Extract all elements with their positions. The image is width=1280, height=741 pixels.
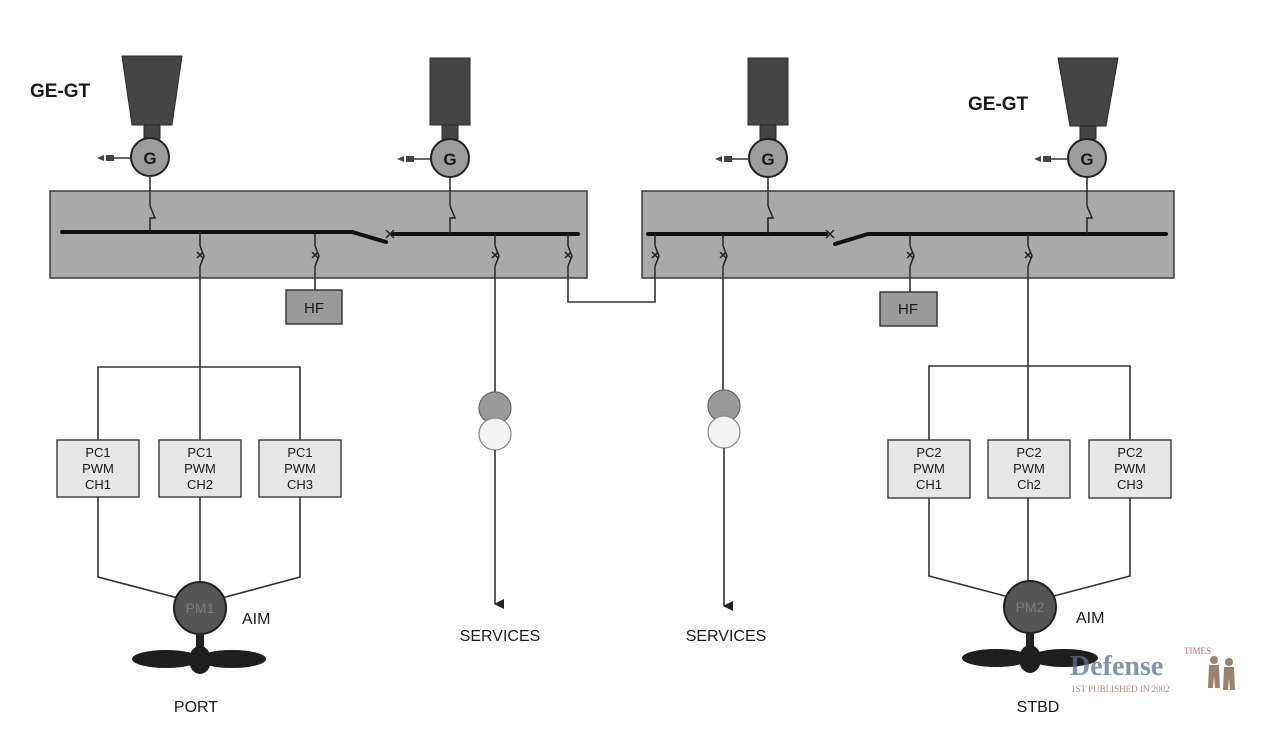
hf-stbd-box — [879, 291, 938, 327]
generator-2: G — [397, 138, 470, 191]
hf-port-box — [285, 289, 343, 325]
stbd-side-label: STBD — [1017, 699, 1060, 716]
port-converter-ch3: PC1 PWM CH3 — [258, 439, 342, 498]
hf-port-label: HF — [304, 300, 324, 317]
service-transformer-right — [707, 266, 741, 611]
converter-line: PWM — [284, 461, 316, 476]
diesel-engine-2 — [429, 57, 471, 140]
port-converter-ch1: PC1 PWM CH1 — [56, 439, 140, 498]
converter-line: CH1 — [916, 477, 942, 492]
converter-line: Ch2 — [1017, 477, 1041, 492]
generator-2-symbol: G — [443, 150, 456, 169]
port-busbar — [60, 191, 580, 267]
propeller-icon — [962, 649, 1030, 667]
port-side-label: PORT — [174, 699, 218, 716]
hf-stbd-label: HF — [898, 301, 918, 318]
converter-line: CH1 — [85, 477, 111, 492]
stbd-drive-wiring — [928, 266, 1131, 598]
motor-stbd-type: AIM — [1076, 610, 1104, 627]
converter-line: CH3 — [287, 477, 313, 492]
port-converter-ch2: PC1 PWM CH2 — [158, 439, 242, 498]
generator-3-symbol: G — [761, 150, 774, 169]
stbd-busbar — [646, 191, 1168, 267]
gt-label-left: GE-GT — [30, 81, 91, 102]
watermark-top: TIMES — [1184, 646, 1211, 656]
stbd-converter-ch3: PC2 PWM CH3 — [1088, 439, 1172, 499]
converter-line: PC1 — [187, 445, 212, 460]
converter-line: PWM — [913, 461, 945, 476]
service-transformer-left — [478, 266, 512, 609]
exciter-icon — [724, 156, 732, 162]
defense-times-watermark: Defense TIMES 1ST PUBLISHED IN 2002 — [1070, 646, 1235, 694]
propeller-icon — [132, 650, 200, 668]
converter-line: PC2 — [1117, 445, 1142, 460]
motor-stbd-label: PM2 — [1016, 599, 1045, 615]
port-propulsion-motor: PM1 — [132, 581, 266, 674]
generator-1-symbol: G — [143, 149, 156, 168]
gas-turbine-left — [121, 55, 183, 140]
converter-line: PC2 — [1016, 445, 1041, 460]
converter-line: PC1 — [287, 445, 312, 460]
services-left-label: SERVICES — [460, 628, 541, 645]
generator-1: G — [97, 137, 170, 191]
gt-label-right: GE-GT — [968, 94, 1029, 115]
converter-line: PWM — [82, 461, 114, 476]
watermark-tagline: 1ST PUBLISHED IN 2002 — [1071, 684, 1170, 694]
stbd-converter-ch2: PC2 PWM Ch2 — [987, 439, 1071, 499]
motor-port-label: PM1 — [186, 600, 215, 616]
generator-4: G — [1034, 138, 1107, 191]
soldiers-icon — [1208, 656, 1235, 690]
converter-line: CH2 — [187, 477, 213, 492]
exciter-icon — [406, 156, 414, 162]
converter-line: CH3 — [1117, 477, 1143, 492]
port-drive-wiring — [97, 266, 301, 599]
stbd-converter-ch1: PC2 PWM CH1 — [887, 439, 971, 499]
exciter-icon — [106, 155, 114, 161]
converter-line: PWM — [1114, 461, 1146, 476]
generator-3: G — [715, 138, 788, 191]
diesel-engine-3 — [747, 57, 789, 140]
bus-tie-cable — [567, 266, 656, 303]
watermark-brand: Defense — [1070, 651, 1163, 682]
generator-4-symbol: G — [1080, 150, 1093, 169]
exciter-icon — [1043, 156, 1051, 162]
gas-turbine-right — [1057, 57, 1119, 140]
converter-line: PWM — [1013, 461, 1045, 476]
services-right-label: SERVICES — [686, 628, 767, 645]
stbd-propulsion-motor: PM2 — [962, 580, 1098, 673]
converter-line: PC2 — [916, 445, 941, 460]
converter-line: PWM — [184, 461, 216, 476]
motor-port-type: AIM — [242, 611, 270, 628]
converter-line: PC1 — [85, 445, 110, 460]
